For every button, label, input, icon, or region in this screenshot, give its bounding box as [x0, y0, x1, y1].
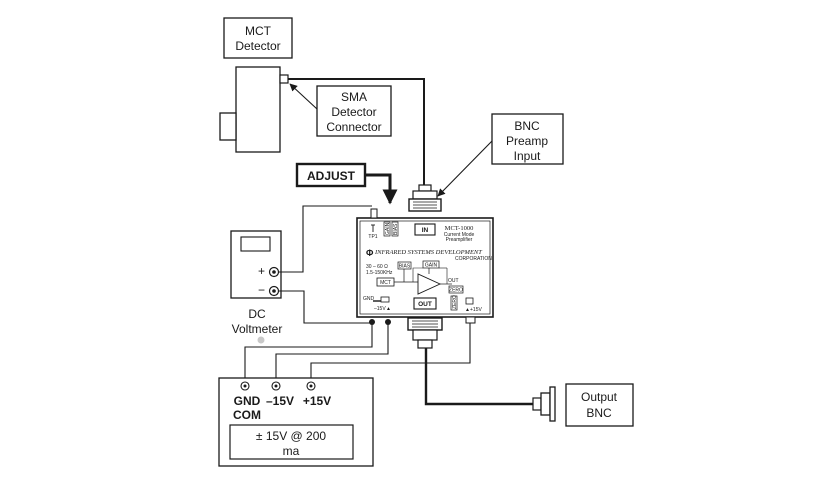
pos15-ground-icon: ▲	[465, 307, 470, 313]
gain-label: GAIN	[425, 263, 438, 269]
adjust-label-box: ADJUST	[295, 162, 367, 188]
psu-pos15-label: +15V	[303, 394, 331, 408]
gnd-inner-label: GND	[363, 296, 375, 302]
bnc-input-connector	[408, 184, 442, 212]
pos15-wire	[310, 323, 471, 384]
power-supply: GND COM –15V +15V ± 15V @ 200 ma	[218, 377, 374, 467]
minus-sign: −	[258, 283, 265, 297]
pos15-inner-label: +15V	[470, 307, 482, 313]
bias-label: BIAS	[399, 264, 411, 270]
bnc-output-connector	[407, 317, 443, 349]
sma-label-line2: Detector	[331, 105, 376, 119]
side-label-bias: BIAS	[393, 223, 399, 235]
psu-gnd-label-line2: COM	[233, 408, 261, 422]
output-bnc-label-box: Output BNC	[565, 383, 634, 427]
bandwidth-spec: 1.5-150KHz	[366, 270, 393, 276]
psu-spec-box	[229, 424, 354, 460]
brand-name: INFRARED SYSTEMS DEVELOPMENT	[374, 249, 482, 256]
amplifier-icon	[417, 273, 442, 295]
ground-icon: ▲	[386, 306, 391, 312]
sma-label-line3: Connector	[326, 120, 381, 134]
preamp-module: TP1 GAIN BIAS IN MCT-1000 Current Mode P…	[356, 208, 494, 318]
bnc-input-pointer-arrow	[437, 140, 493, 197]
psu-neg15-label: –15V	[266, 394, 294, 408]
mct-detector-label-line1: MCT	[245, 24, 272, 38]
adjust-arrow	[365, 173, 398, 205]
sma-pointer-arrow	[289, 83, 318, 110]
bnc-input-label-box: BNC Preamp Input	[491, 113, 564, 165]
bnc-input-label-line1: BNC	[514, 119, 540, 133]
preamp-pos15-terminal	[465, 316, 476, 324]
output-cable	[424, 348, 539, 406]
preamp-subtitle-line2: Preamplifier	[446, 237, 473, 243]
output-bnc-label-line2: BNC	[586, 406, 612, 420]
preamp-in-label: IN	[422, 227, 429, 234]
out-small-label: OUT	[448, 278, 459, 284]
voltmeter-plus-wire	[278, 205, 372, 273]
brand-logo-icon: Φ	[366, 248, 374, 258]
neg15-inner-label: –15V	[374, 306, 386, 312]
voltmeter-minus-wire	[278, 290, 372, 324]
gnd-wire	[244, 322, 373, 384]
mct-inner-label: MCT	[380, 280, 391, 286]
output-bnc-label-line1: Output	[581, 390, 618, 404]
bnc-input-label-line3: Input	[514, 149, 541, 163]
dc-voltmeter-label-line2: Voltmeter	[232, 322, 283, 336]
voltmeter-display	[240, 236, 271, 252]
brand-sub: CORPORATION	[455, 256, 492, 262]
output-bnc-plug	[532, 386, 556, 422]
mct-detector-label-line2: Detector	[235, 39, 280, 53]
preamp-out-label: OUT	[418, 301, 432, 308]
psu-spec-line2: ma	[283, 444, 300, 458]
neg15-wire	[275, 322, 389, 384]
side-label-gain: GAIN	[385, 222, 391, 235]
bnc-input-label-line2: Preamp	[506, 134, 548, 148]
psu-spec-line1: ± 15V @ 200	[256, 429, 326, 443]
sma-label-line1: SMA	[341, 90, 367, 104]
zero-label: ZERO	[449, 288, 463, 294]
detector-cable	[288, 78, 425, 185]
psu-gnd-label-line1: GND	[234, 394, 261, 408]
mct-detector-label-box: MCT Detector	[223, 17, 293, 59]
sma-connector-label-box: SMA Detector Connector	[316, 85, 392, 137]
plus-sign: +	[258, 264, 265, 278]
preamp-subtitle-line1: Current Mode	[444, 232, 475, 238]
side-label-zero: ZERO	[452, 295, 458, 309]
preamp-model: MCT-1000	[445, 225, 474, 232]
adjust-label: ADJUST	[307, 169, 356, 183]
sma-connector	[279, 74, 289, 84]
grey-dot	[257, 336, 265, 344]
resistance-spec: 30 – 60 Ω	[366, 264, 388, 270]
dc-voltmeter-label-line1: DC	[248, 307, 266, 321]
dc-voltmeter: + −	[230, 230, 282, 299]
tp1-label: TP1	[368, 234, 377, 240]
mct-detector	[219, 66, 289, 153]
